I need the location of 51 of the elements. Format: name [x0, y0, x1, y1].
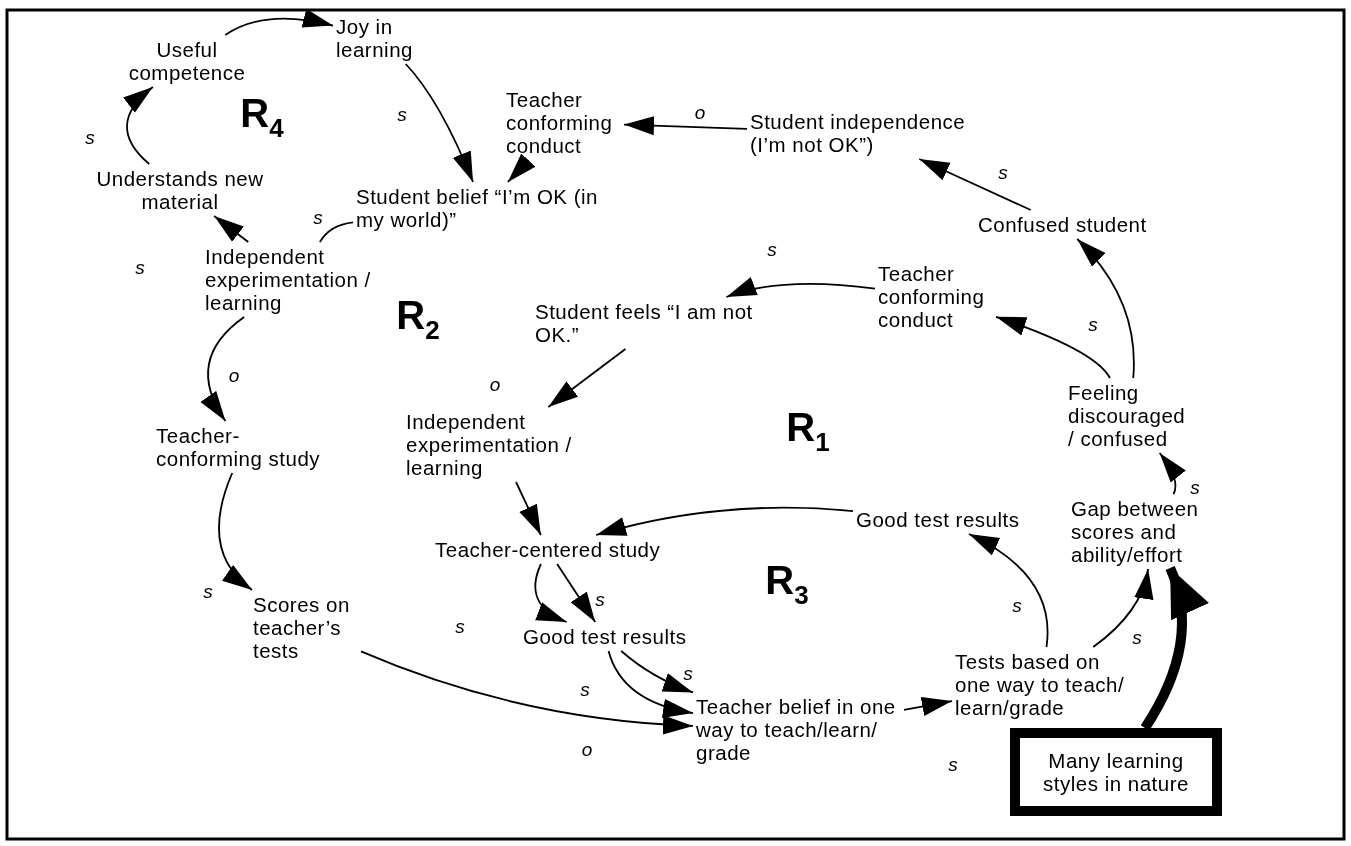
causal-arrow	[534, 563, 568, 623]
causal-arrow	[224, 9, 334, 36]
causal-arrow	[556, 563, 597, 623]
causal-arrow	[218, 472, 253, 591]
causal-arrow	[506, 153, 536, 183]
loop-label: R$_{3}$	[765, 557, 809, 612]
variable-text: Gap between scores and ability/effort	[1071, 497, 1236, 566]
variable-text: Tests based on one way to teach/ learn/grade	[955, 650, 1127, 719]
variable-text: Teacher conforming conduct	[878, 262, 993, 331]
causal-arrow	[360, 650, 694, 735]
variable-text: Student independence (I’m not OK”)	[750, 110, 975, 156]
causal-arrow	[918, 158, 1032, 211]
causal-arrow	[1076, 238, 1135, 379]
polarity-label: s	[455, 617, 465, 637]
exogenous-box: Many learning styles in nature	[1010, 728, 1222, 816]
variable-text: Teacher belief in one way to teach/learn/ grade	[696, 695, 901, 764]
causal-arrow	[995, 315, 1111, 379]
causal-arrow	[903, 697, 953, 716]
variable-text: Good test results	[856, 508, 1020, 531]
causal-arrow	[201, 316, 246, 422]
loop-label: R$_{4}$	[240, 90, 284, 145]
variable-text: Feeling discouraged / confused	[1068, 381, 1192, 450]
causal-arrow	[607, 650, 694, 718]
variable-text: Teacher conforming conduct	[506, 88, 621, 157]
variable-text: Understands new material	[87, 167, 273, 213]
variable-text: Confused student	[978, 213, 1147, 236]
variable-text: Independent experimentation / learning	[406, 410, 591, 479]
variable-text: Teacher-conforming study	[156, 424, 331, 470]
causal-arrow	[1092, 568, 1153, 648]
variable-text: Student belief “I’m OK (in my world)”	[356, 185, 611, 231]
causal-arrow	[515, 481, 542, 536]
causal-arrow	[404, 63, 474, 183]
causal-arrow	[213, 215, 250, 243]
causal-arrow	[623, 116, 748, 136]
loop-label: R$_{1}$	[786, 404, 830, 459]
causal-arrow	[1158, 452, 1186, 495]
variable-text: Independent experimentation / learning	[205, 245, 390, 314]
variable-text: Good test results	[523, 625, 687, 648]
causal-arrow	[725, 277, 876, 298]
causal-arrow	[595, 506, 854, 537]
causal-arrow	[620, 650, 694, 694]
variable-text: Teacher-centered study	[435, 538, 661, 561]
variable-text: Joy in learning	[336, 15, 426, 61]
variable-text: Scores on teacher’s tests	[253, 593, 358, 662]
variable-text: Student feels “I am not OK.”	[535, 300, 785, 346]
causal-arrow	[968, 533, 1049, 648]
causal-arrow	[1140, 566, 1208, 731]
causal-arrow	[547, 348, 627, 408]
variable-text: Useful competence	[119, 38, 255, 84]
loop-label: R$_{2}$	[396, 292, 440, 347]
causal-arrow	[123, 86, 154, 165]
